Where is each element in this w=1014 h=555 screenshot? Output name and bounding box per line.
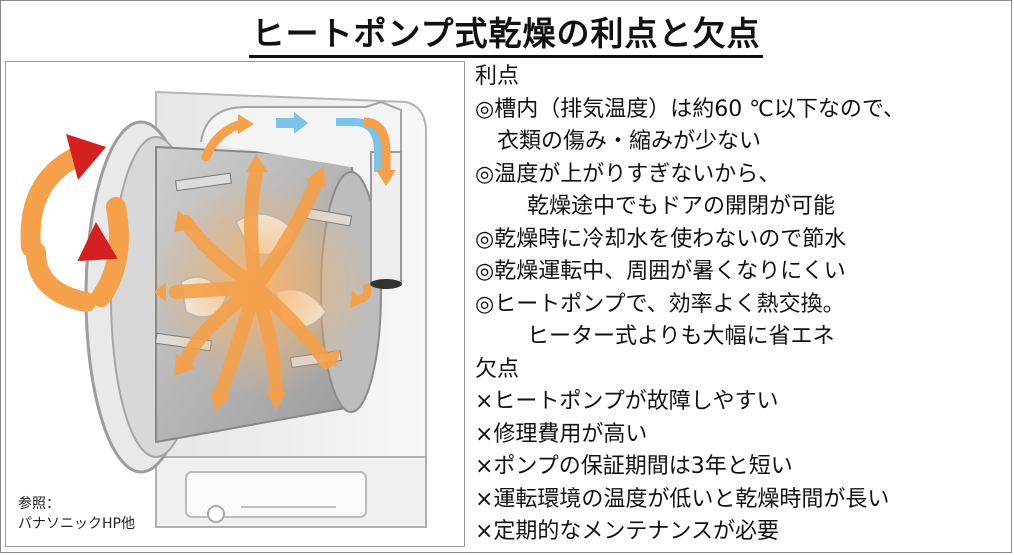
advantage-item: ◎乾燥運転中、周囲が暑くなりにくい: [475, 259, 846, 284]
advantage-item: ◎ヒートポンプで、効率よく熱交換。: [475, 291, 845, 317]
advantage-item: ヒーター式よりも大幅に省エネ: [527, 324, 835, 349]
advantage-item: ◎槽内（排気温度）は約60 ℃以下なので、: [475, 96, 906, 122]
caption-line-2: パナソニックHP他: [18, 516, 135, 532]
advantage-item: ◎乾燥時に冷却水を使わないので節水: [475, 226, 847, 252]
disadvantage-item: ×ヒートポンプが故障しやすい: [475, 389, 779, 414]
washing-machine-illustration: 参照： パナソニックHP他: [5, 61, 465, 547]
advantages-heading: 利点: [475, 64, 520, 89]
page-title: ヒートポンプ式乾燥の利点と欠点: [1, 7, 1011, 58]
advantage-item: 乾燥途中でもドアの開閉が可能: [527, 194, 836, 219]
washer-drum-diagram: [20, 90, 427, 528]
caption-line-1: 参照：: [18, 496, 60, 512]
advantage-item: ◎温度が上がりすぎないから、: [475, 161, 781, 187]
disadvantages-heading: 欠点: [475, 356, 520, 382]
disadvantage-item: ×ポンプの保証期間は3年と短い: [475, 454, 793, 479]
disadvantage-item: ×修理費用が高い: [475, 421, 648, 447]
advantage-item: 衣類の傷み・縮みが少ない: [497, 129, 762, 154]
pros-cons-list: 利点 ◎槽内（排気温度）は約60 ℃以下なので、 衣類の傷み・縮みが少ない ◎温…: [475, 61, 1005, 549]
figure-caption: 参照： パナソニックHP他: [18, 494, 135, 534]
disadvantage-item: ×運転環境の温度が低いと乾燥時間が長い: [475, 486, 890, 512]
disadvantage-item: ×定期的なメンテナンスが必要: [475, 519, 779, 544]
